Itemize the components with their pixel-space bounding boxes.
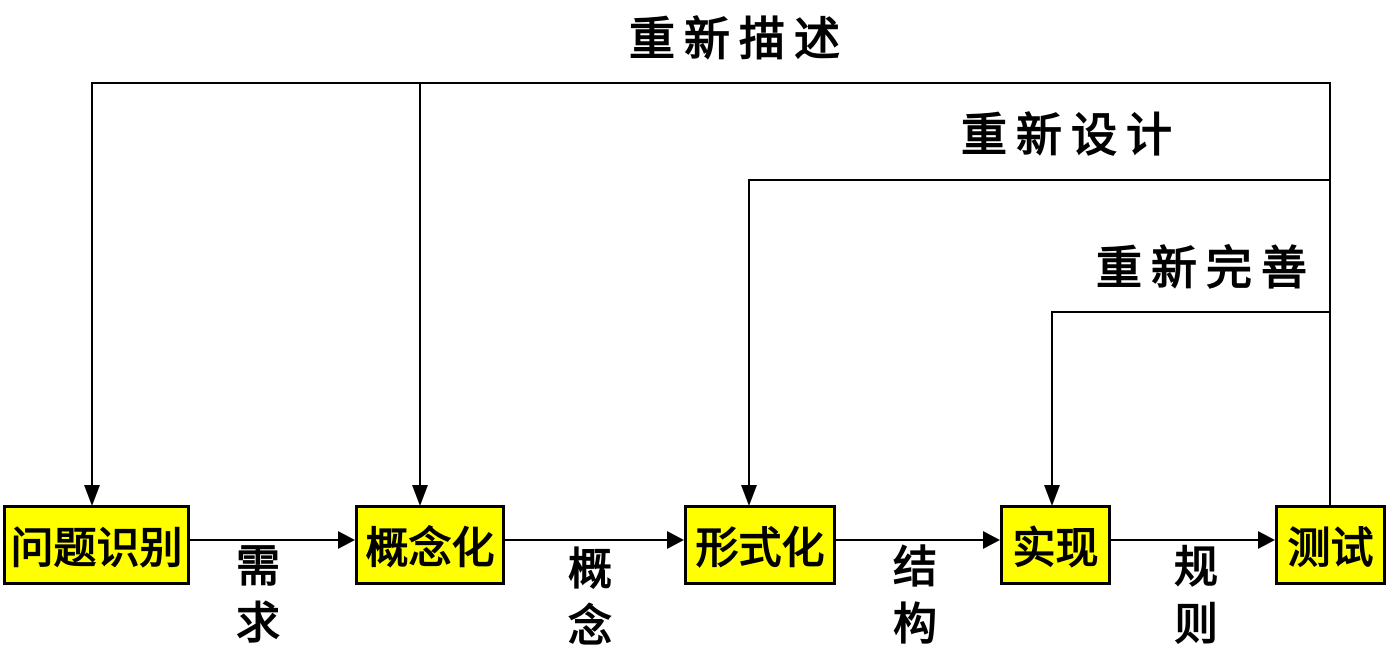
edge-label-structure: 结构	[893, 542, 937, 650]
feedback-label-redescribe: 重新描述	[629, 12, 849, 66]
node-label: 测试	[1287, 524, 1374, 574]
node-label: 实现	[1012, 524, 1099, 574]
feedback-line-redescribe-horizontal	[91, 82, 1331, 84]
feedback-label-redesign: 重新设计	[961, 108, 1181, 162]
feedback-riser-from-testing	[1329, 82, 1331, 505]
node-conceptualization: 概念化	[355, 505, 505, 585]
feedback-line-redescribe-drop-1	[91, 82, 93, 485]
node-label: 问题识别	[10, 524, 183, 574]
feedback-line-redescribe-drop-2	[419, 82, 421, 485]
node-label: 形式化	[695, 524, 825, 574]
node-label: 概念化	[365, 524, 495, 574]
node-implementation: 实现	[1000, 505, 1111, 585]
flow-line-requirements	[190, 539, 340, 541]
flow-line-rules	[1111, 539, 1260, 541]
arrowhead-down-icon	[741, 485, 757, 506]
arrowhead-down-icon	[84, 485, 100, 506]
arrowhead-down-icon	[1044, 485, 1060, 506]
arrowhead-down-icon	[412, 485, 428, 506]
edge-label-requirements: 需求	[236, 541, 280, 649]
feedback-line-redesign-drop	[748, 179, 750, 485]
feedback-line-refine-horizontal	[1051, 311, 1331, 313]
node-formalization: 形式化	[684, 505, 836, 585]
arrowhead-right-icon	[1258, 531, 1275, 549]
feedback-line-redesign-horizontal	[748, 179, 1331, 181]
edge-label-rules: 规则	[1174, 542, 1218, 650]
arrowhead-right-icon	[338, 531, 355, 549]
feedback-label-refine: 重新完善	[1096, 241, 1316, 295]
node-testing: 测试	[1275, 505, 1386, 585]
flow-line-concept	[505, 539, 669, 541]
node-problem-identification: 问题识别	[3, 505, 190, 585]
edge-label-concept: 概念	[568, 544, 612, 652]
arrowhead-right-icon	[983, 531, 1000, 549]
feedback-line-refine-drop	[1051, 311, 1053, 485]
arrowhead-right-icon	[667, 531, 684, 549]
flow-line-structure	[836, 539, 985, 541]
